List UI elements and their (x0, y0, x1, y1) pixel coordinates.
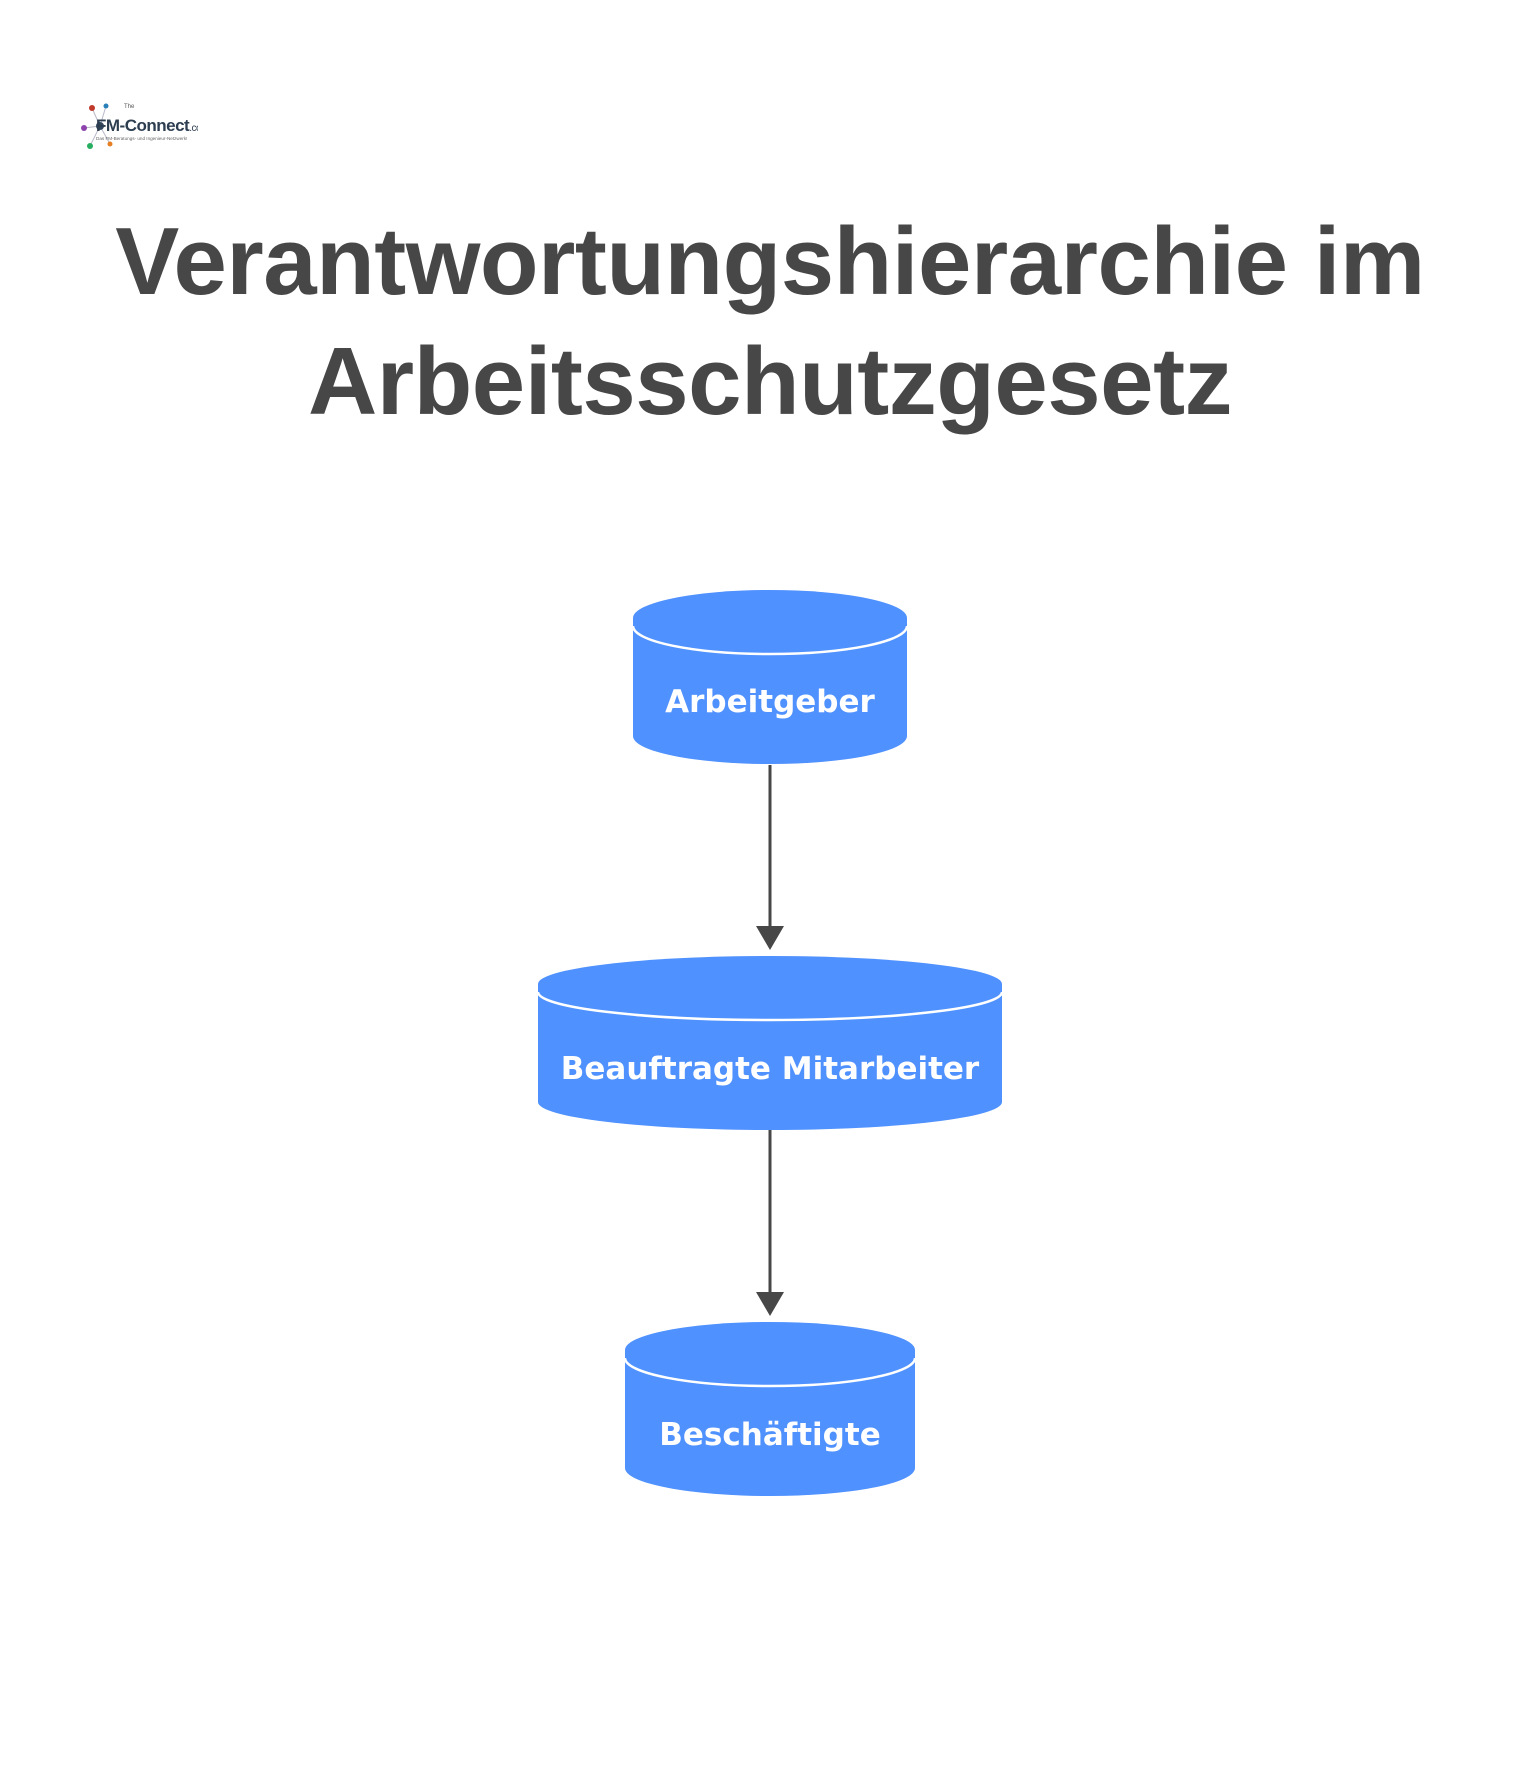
cylinder-top (633, 590, 907, 646)
arrowhead-icon (756, 926, 784, 950)
cylinder-top (625, 1322, 915, 1378)
cylinder-rim (623, 1357, 917, 1388)
logo-superscript: The (124, 104, 135, 110)
cylinder-body (538, 984, 1002, 1130)
cylinder-body (625, 1350, 915, 1496)
node-arbeitgeber: Arbeitgeber (631, 590, 909, 764)
arrowhead-icon (756, 1292, 784, 1316)
edge-arbeitgeber-to-beauftragte (756, 765, 784, 950)
page-title-line-2: Arbeitsschutzgesetz (307, 328, 1233, 435)
cylinder-top (538, 956, 1002, 1012)
node-beauftragte-mitarbeiter: Beauftragte Mitarbeiter (536, 956, 1004, 1130)
cylinder-rim (536, 991, 1004, 1022)
page-title: Verantwortungshierarchie im Arbeitsschut… (0, 202, 1540, 442)
edge-beauftragte-to-beschaeftigte (756, 1130, 784, 1316)
logo-brand-text: FM-Connect.com (96, 116, 198, 135)
node-label: Beschäftigte (659, 1417, 880, 1453)
logo-network-icon (81, 103, 113, 149)
fm-connect-logo: The FM-Connect.com Das FM-Beratungs- und… (80, 98, 198, 156)
cylinder-body (633, 618, 907, 764)
node-label: Arbeitgeber (665, 684, 875, 720)
logo-tagline: Das FM-Beratungs- und Ingenieur-Netzwerk… (96, 136, 187, 141)
cylinder-rim (631, 625, 909, 656)
page-title-line-1: Verantwortungshierarchie im (115, 208, 1425, 315)
node-label: Beauftragte Mitarbeiter (561, 1051, 980, 1087)
node-beschaeftigte: Beschäftigte (623, 1322, 917, 1496)
